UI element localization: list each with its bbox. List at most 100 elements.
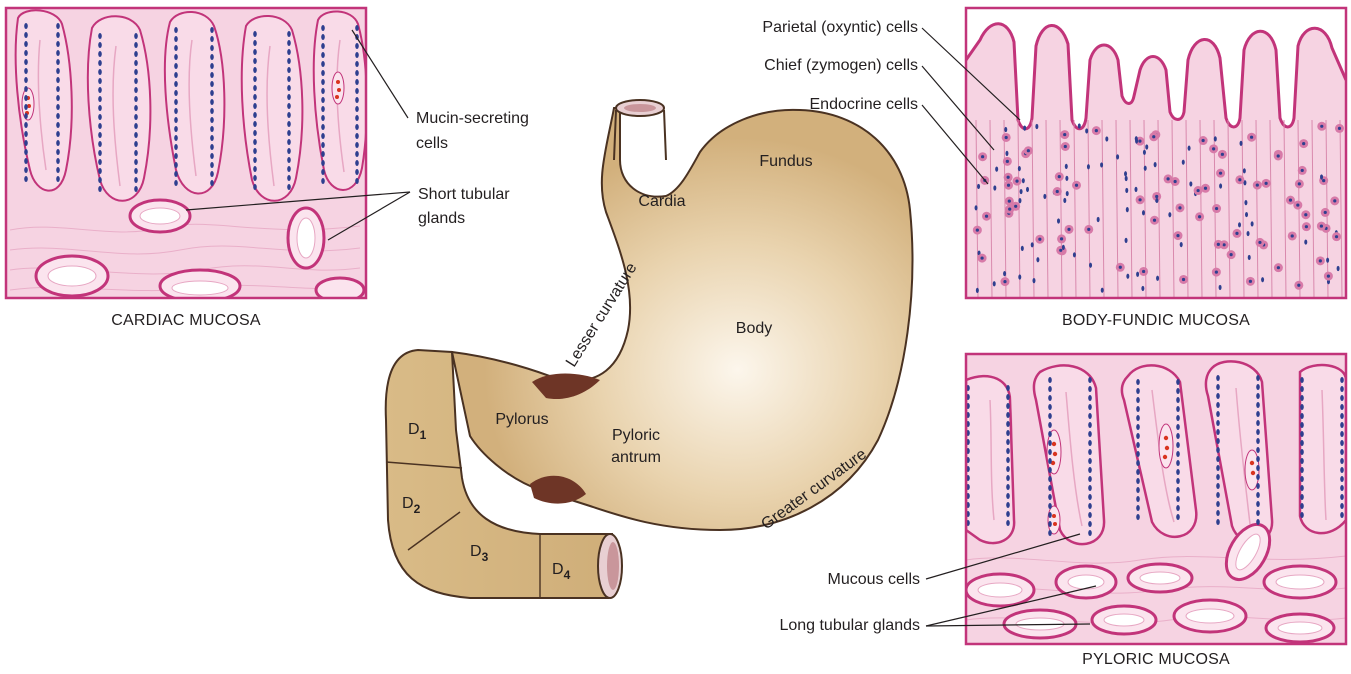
pyloric-nucleus	[1300, 395, 1304, 401]
chief-cell-nucleus	[1219, 183, 1222, 188]
cardiac-nucleus	[174, 72, 178, 78]
pyloric-nucleus	[1006, 385, 1010, 391]
cardiac-nucleus	[98, 87, 102, 93]
pyloric-nucleus	[1006, 511, 1010, 517]
pyloric-nucleus	[1048, 530, 1052, 536]
chief-cell-nucleus	[1143, 150, 1146, 155]
cardiac-nucleus	[253, 85, 257, 91]
cardiac-nucleus	[355, 25, 359, 31]
cell-nucleus	[1338, 127, 1341, 130]
cardiac-nucleus	[24, 104, 28, 110]
chief-cell-nucleus	[1005, 151, 1008, 156]
cell-nucleus	[1298, 182, 1301, 185]
cardiac-nucleus	[56, 149, 60, 155]
cell-nucleus	[1152, 135, 1155, 138]
cell-nucleus	[980, 256, 983, 259]
cardiac-nucleus	[134, 42, 138, 48]
chief-cell-nucleus	[975, 205, 978, 210]
chief-cell-nucleus	[1018, 198, 1021, 203]
cardiac-nucleus	[253, 94, 257, 100]
cardiac-nucleus	[24, 23, 28, 29]
cardiac-nucleus	[210, 108, 214, 114]
chief-cell-nucleus	[1087, 164, 1090, 169]
pyloric-nucleus	[1256, 456, 1260, 462]
pyloric-nucleus	[1088, 485, 1092, 491]
cardiac-nucleus	[355, 133, 359, 139]
pyloric-nucleus	[1048, 467, 1052, 473]
pyloric-nucleus	[1048, 485, 1052, 491]
cell-nucleus	[1265, 182, 1268, 185]
chief-cell-nucleus	[1247, 231, 1250, 236]
cell-nucleus	[1322, 179, 1325, 182]
pyloric-nucleus	[1136, 388, 1140, 394]
cell-nucleus	[1238, 178, 1241, 181]
cell-nucleus	[1138, 198, 1141, 201]
chief-cell-nucleus	[1136, 272, 1139, 277]
fundus-label: Fundus	[759, 153, 812, 170]
cell-nucleus	[1176, 234, 1179, 237]
pyloric-nucleus	[1088, 503, 1092, 509]
cardiac-nucleus	[287, 67, 291, 73]
cardiac-nucleus	[355, 142, 359, 148]
cardiac-nucleus	[56, 122, 60, 128]
cell-nucleus	[1289, 199, 1292, 202]
cell-nucleus	[1063, 133, 1066, 136]
cardiac-nucleus	[98, 96, 102, 102]
chief-cell-nucleus	[1065, 176, 1068, 181]
pyloric-nucleus	[1340, 395, 1344, 401]
pyloric-nucleus	[1256, 402, 1260, 408]
chief-cell-nucleus	[993, 185, 996, 190]
pyloric-nucleus	[1256, 411, 1260, 417]
cardiac-nucleus	[321, 124, 325, 130]
cell-nucleus	[1038, 238, 1041, 241]
pyloric-nucleus	[1216, 411, 1220, 417]
cell-nucleus	[1204, 187, 1207, 190]
chief-cell-nucleus	[1073, 252, 1076, 257]
pyloric-nucleus	[1136, 478, 1140, 484]
cell-nucleus	[1215, 270, 1218, 273]
cardiac-nucleus	[287, 112, 291, 118]
pyloric-nucleus	[1300, 503, 1304, 509]
chief-cell-nucleus	[1124, 171, 1127, 176]
cell-nucleus	[1296, 203, 1299, 206]
pyloric-nucleus	[1136, 451, 1140, 457]
pyloric-nucleus	[1340, 404, 1344, 410]
cardiac-nucleus	[174, 81, 178, 87]
cardiac-nucleus	[134, 168, 138, 174]
cardiac-nucleus	[134, 186, 138, 192]
mucin-secreting-label-2: cells	[416, 135, 448, 152]
pyloric-nucleus	[1256, 519, 1260, 525]
pyloric-nucleus	[1176, 379, 1180, 385]
cardiac-nucleus	[210, 153, 214, 159]
chief-cell-nucleus	[993, 281, 996, 286]
cardiac-nucleus	[56, 176, 60, 182]
pyloric-nucleus	[1340, 440, 1344, 446]
cardiac-nucleus	[174, 162, 178, 168]
cardiac-nucleus	[210, 90, 214, 96]
cardiac-nucleus	[56, 41, 60, 47]
pyloric-nucleus	[1006, 502, 1010, 508]
mucous-cells-label: Mucous cells	[828, 571, 920, 588]
pyloric-nucleus	[1048, 440, 1052, 446]
cell-nucleus	[1178, 206, 1181, 209]
chief-cell-nucleus	[1240, 141, 1243, 146]
cardiac-nucleus	[253, 184, 257, 190]
pyloric-nucleus	[1136, 433, 1140, 439]
pyloric-nucleus	[1006, 439, 1010, 445]
chief-cell-nucleus	[1063, 198, 1066, 203]
pyloric-nucleus	[1176, 469, 1180, 475]
chief-cell-nucleus	[1057, 218, 1060, 223]
cell-nucleus	[1007, 176, 1010, 179]
cardiac-nucleus	[287, 103, 291, 109]
cardiac-nucleus	[98, 114, 102, 120]
cardiac-nucleus	[174, 54, 178, 60]
chief-cell-nucleus	[1144, 166, 1147, 171]
pyloric-nucleus	[1136, 514, 1140, 520]
pyloric-nucleus	[1006, 520, 1010, 526]
chief-cell-nucleus	[1125, 188, 1128, 193]
cardiac-nucleus	[355, 97, 359, 103]
cardiac-nucleus	[56, 104, 60, 110]
cell-nucleus	[1198, 215, 1201, 218]
pyloric-nucleus	[1006, 475, 1010, 481]
chief-cell-nucleus	[1188, 146, 1191, 151]
